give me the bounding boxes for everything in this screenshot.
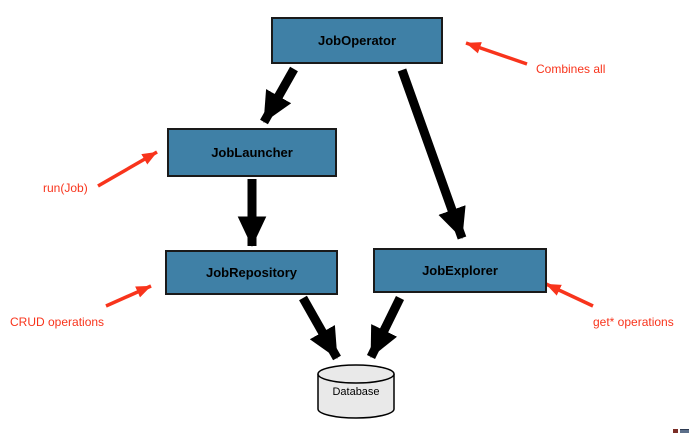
annotation-arrow-combines-all bbox=[465, 41, 528, 66]
annotation-crud-operations: CRUD operations bbox=[10, 315, 105, 329]
node-job-repository: JobRepository bbox=[165, 250, 338, 295]
node-job-explorer-label: JobExplorer bbox=[422, 263, 498, 278]
node-job-operator: JobOperator bbox=[271, 17, 443, 64]
annotation-combines-all: Combines all bbox=[536, 62, 606, 76]
edge-joboperator-jobexplorer bbox=[397, 68, 467, 240]
corner-logo-fragment-left bbox=[673, 429, 678, 433]
annotation-get-operations: get* operations bbox=[593, 315, 674, 329]
database-cylinder bbox=[317, 364, 395, 419]
edge-jobexplorer-database bbox=[366, 296, 405, 359]
annotation-run-job: run(Job) bbox=[43, 181, 88, 195]
database-label: Database bbox=[332, 386, 380, 398]
node-job-launcher-label: JobLauncher bbox=[211, 145, 293, 160]
corner-logo-fragment bbox=[673, 429, 689, 433]
node-job-launcher: JobLauncher bbox=[167, 128, 337, 177]
corner-logo-fragment-right bbox=[680, 429, 689, 433]
annotation-arrow-get-operations bbox=[545, 282, 594, 308]
node-job-explorer: JobExplorer bbox=[373, 248, 547, 293]
node-job-operator-label: JobOperator bbox=[317, 33, 396, 48]
edge-jobrepository-database bbox=[299, 295, 341, 361]
annotation-arrow-crud-operations bbox=[105, 284, 152, 308]
annotation-arrow-run-job bbox=[97, 150, 158, 188]
node-job-repository-label: JobRepository bbox=[205, 265, 297, 280]
edge-joboperator-joblauncher bbox=[260, 66, 298, 125]
